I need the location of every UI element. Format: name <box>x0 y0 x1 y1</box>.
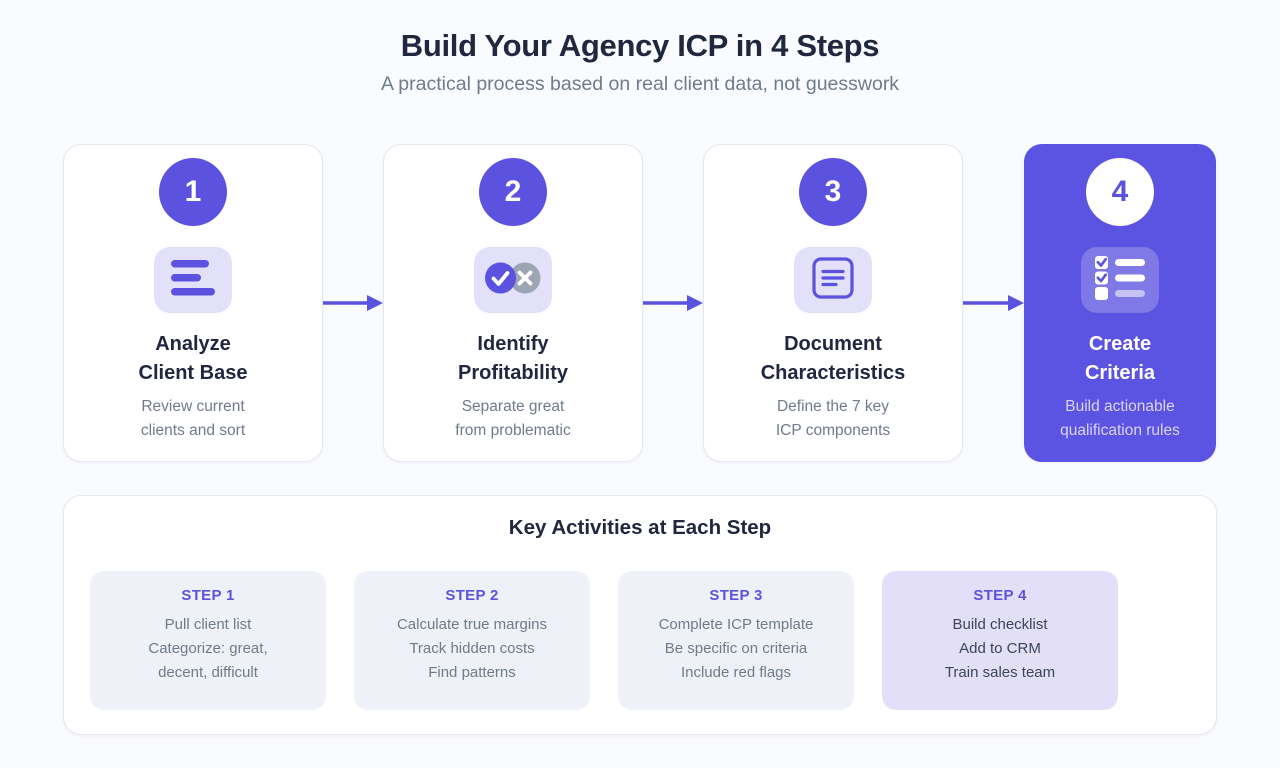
activity-line: Pull client list <box>164 616 252 633</box>
activity-line: Complete ICP template <box>658 616 814 633</box>
activities-row: STEP 1 Pull client list Categorize: grea… <box>90 571 1216 710</box>
text-lines-icon <box>171 259 215 301</box>
step-number-badge: 4 <box>1086 158 1154 226</box>
page-subtitle: A practical process based on real client… <box>380 73 900 95</box>
step-title: Identify Profitability <box>457 333 568 384</box>
activity-lines: Build checklist Add to CRM Train sales t… <box>882 613 1118 685</box>
activities-panel: Key Activities at Each Step STEP 1 Pull … <box>63 495 1217 735</box>
activity-line: Include red flags <box>680 664 792 681</box>
activity-step-label: STEP 4 <box>973 587 1027 604</box>
step-title: Create Criteria <box>1084 333 1156 384</box>
check-x-icon <box>485 262 541 299</box>
activity-step-label: STEP 1 <box>181 587 235 604</box>
activity-box-step3: STEP 3 Complete ICP template Be specific… <box>618 571 854 710</box>
step-icon-box <box>154 247 232 313</box>
step-title: Document Characteristics <box>760 333 906 384</box>
activity-lines: Calculate true margins Track hidden cost… <box>354 613 590 685</box>
activity-step-label: STEP 3 <box>709 587 763 604</box>
activity-box-step1: STEP 1 Pull client list Categorize: grea… <box>90 571 326 710</box>
flow-arrow-icon <box>963 295 1024 311</box>
step-icon-box <box>1081 247 1159 313</box>
activity-line: Categorize: great, <box>148 640 268 657</box>
step-description: Review current clients and sort <box>140 398 246 439</box>
activity-line: Calculate true margins <box>396 616 548 633</box>
step-number-badge: 1 <box>159 158 227 226</box>
activity-box-step2: STEP 2 Calculate true margins Track hidd… <box>354 571 590 710</box>
step-number-badge: 2 <box>479 158 547 226</box>
step-card-2: 2 Identify Profitability Separate great … <box>383 144 643 462</box>
checklist-icon <box>1095 255 1145 305</box>
flow-arrow-slot <box>323 144 383 462</box>
step-description: Define the 7 key ICP components <box>775 398 891 439</box>
activities-heading: Key Activities at Each Step <box>508 516 772 539</box>
step-description: Separate great from problematic <box>455 398 571 439</box>
step-card-1: 1 Analyze Client Base Review current cli… <box>63 144 323 462</box>
step-icon-box <box>474 247 552 313</box>
activity-lines: Pull client list Categorize: great, dece… <box>90 613 326 685</box>
step-description: Build actionable qualification rules <box>1060 398 1180 439</box>
flow-arrow-slot <box>963 144 1024 462</box>
flow-arrow-icon <box>323 295 383 311</box>
step-card-4: 4 Create Criteria Build actionable <box>1024 144 1216 462</box>
activity-lines: Complete ICP template Be specific on cri… <box>618 613 854 685</box>
activity-step-label: STEP 2 <box>445 587 499 604</box>
activity-box-step4: STEP 4 Build checklist Add to CRM Train … <box>882 571 1118 710</box>
step-icon-box <box>794 247 872 313</box>
header: Build Your Agency ICP in 4 Steps A pract… <box>0 26 1280 98</box>
activity-line: Track hidden costs <box>409 640 535 657</box>
flow-arrow-icon <box>643 295 703 311</box>
activity-line: Build checklist <box>952 616 1048 633</box>
step-card-3: 3 Document Characteristics Define the 7 … <box>703 144 963 462</box>
flow-arrow-slot <box>643 144 703 462</box>
activity-line: Add to CRM <box>959 640 1041 657</box>
step-number-badge: 3 <box>799 158 867 226</box>
page-title: Build Your Agency ICP in 4 Steps <box>400 28 880 63</box>
activity-line: Train sales team <box>944 664 1056 681</box>
step-title: Analyze Client Base <box>138 333 248 384</box>
activity-line: Find patterns <box>428 664 516 681</box>
document-icon <box>812 256 854 304</box>
activity-line: decent, difficult <box>158 664 258 681</box>
steps-row: 1 Analyze Client Base Review current cli… <box>63 144 1217 462</box>
activity-line: Be specific on criteria <box>664 640 808 657</box>
